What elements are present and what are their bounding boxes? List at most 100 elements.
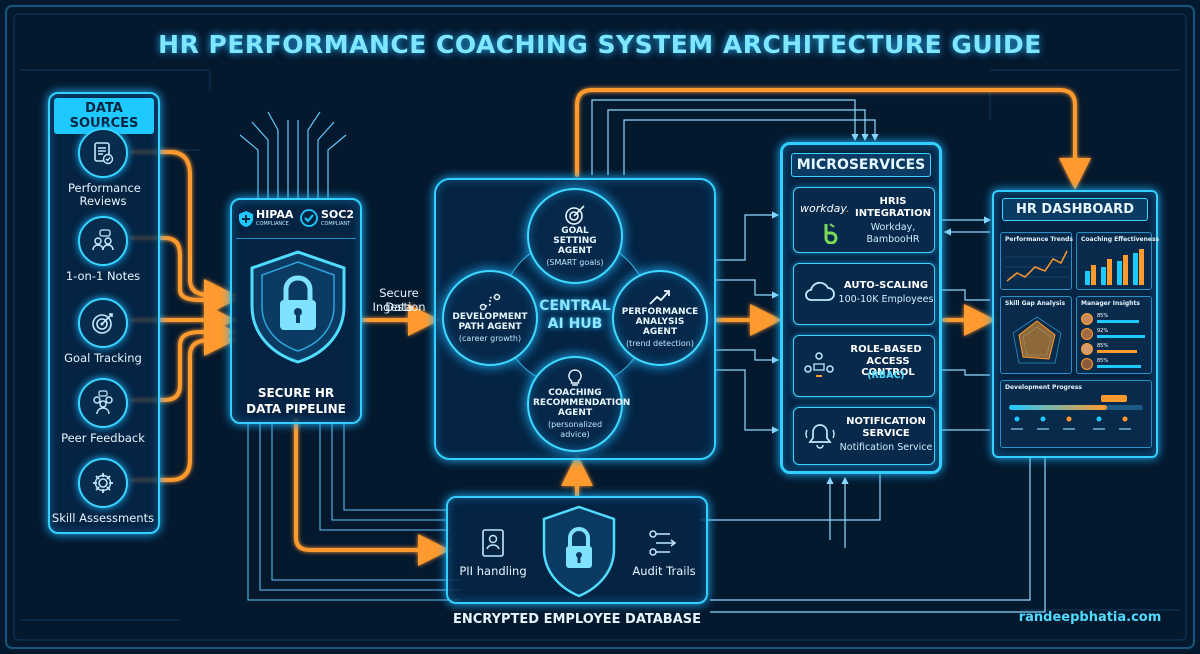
gear-icon <box>78 458 128 508</box>
source-1on1-notes[interactable]: 1-on-1 Notes <box>48 216 158 283</box>
hris-sub-2: BambooHR <box>866 234 920 245</box>
source-peer-feedback[interactable]: Peer Feedback <box>48 378 158 445</box>
access-control-icon <box>804 352 834 377</box>
bar-chart <box>1085 249 1144 285</box>
audit-trails[interactable]: Audit Trails <box>624 528 704 578</box>
source-goal-tracking[interactable]: Goal Tracking <box>48 298 158 365</box>
manager-bar <box>1097 335 1145 338</box>
audit-trail-icon <box>649 530 677 556</box>
manager-bar <box>1097 350 1137 353</box>
bell-icon <box>805 424 835 449</box>
hris-sub-1: Workday, <box>870 222 916 233</box>
avatar <box>1081 343 1093 355</box>
manager-row: 85% <box>1081 343 1149 357</box>
page-title: HR PERFORMANCE COACHING SYSTEM ARCHITECT… <box>158 30 1042 59</box>
path-icon <box>479 293 501 311</box>
source-label: 1-on-1 Notes <box>65 269 141 283</box>
coaching-recommendation-agent[interactable]: COACHING RECOMMENDATION AGENT (personali… <box>527 356 631 452</box>
target-icon <box>565 205 585 225</box>
avatar <box>1081 328 1093 340</box>
hipaa-text: HIPAA <box>256 208 294 221</box>
trend-line-chart <box>1005 250 1069 282</box>
progress-fill <box>1009 405 1107 410</box>
manager-row: 85% <box>1081 313 1149 327</box>
hris-title-1: HRIS <box>879 196 907 207</box>
skill-gap-widget: Skill Gap Analysis <box>1000 296 1072 374</box>
notification-title-1: NOTIFICATION <box>846 416 926 427</box>
divider <box>236 238 356 239</box>
development-progress-widget: Development Progress <box>1000 380 1152 448</box>
agent-name: DEVELOPMENT PATH AGENT <box>452 312 528 332</box>
ingestion-label-2: Ingestion <box>372 300 426 314</box>
pipeline-label-2: DATA PIPELINE <box>246 402 346 416</box>
hipaa-badge: HIPAA COMPLIANCE <box>238 208 294 234</box>
workday-logo: workday. <box>800 202 850 215</box>
pii-handling[interactable]: PII handling <box>458 528 528 578</box>
agent-name: COACHING RECOMMENDATION AGENT <box>533 388 631 418</box>
manager-value: 85% <box>1097 313 1109 319</box>
manager-row: 85% <box>1081 358 1149 372</box>
lightbulb-icon <box>568 369 582 386</box>
source-skill-assessments[interactable]: Skill Assessments <box>48 458 158 525</box>
footer-url[interactable]: randeepbhatia.com <box>1018 610 1162 625</box>
source-label: Skill Assessments <box>51 511 155 525</box>
notification-service[interactable]: NOTIFICATION SERVICE Notification Servic… <box>793 407 935 465</box>
hipaa-sub: COMPLIANCE <box>256 221 289 227</box>
dashboard-header: HR DASHBOARD <box>1002 198 1148 221</box>
notification-title-2: SERVICE <box>862 428 910 439</box>
progress-tooltip <box>1101 395 1127 402</box>
rbac-sub: (RBAC) <box>867 370 905 381</box>
hris-integration-service[interactable]: workday. HRIS INTEGRATION Workday, Bambo… <box>793 187 935 253</box>
people-icon <box>78 378 128 428</box>
goal-setting-agent[interactable]: GOAL SETTING AGENT (SMART goals) <box>527 188 623 284</box>
hr-dashboard-panel[interactable]: HR DASHBOARD Performance Trends Coaching… <box>992 190 1159 458</box>
milestone-markers <box>1011 416 1131 430</box>
database-label: ENCRYPTED EMPLOYEE DATABASE <box>452 612 702 627</box>
encrypted-database-panel[interactable]: PII handling Audit Trails <box>446 496 708 604</box>
bamboohr-logo-icon <box>824 223 838 244</box>
rbac-title-2: ACCESS CONTROL <box>861 356 915 378</box>
audit-label: Audit Trails <box>632 564 696 578</box>
shield-lock-icon <box>542 505 616 598</box>
coaching-effectiveness-widget: Coaching Effectiveness <box>1076 232 1159 290</box>
radar-chart <box>1012 316 1062 364</box>
agent-sub: (trend detection) <box>626 339 694 348</box>
id-document-icon <box>482 529 504 557</box>
shield-lock-icon <box>250 250 346 364</box>
agent-sub: (career growth) <box>458 334 522 343</box>
agent-name: GOAL SETTING AGENT <box>553 226 597 256</box>
target-icon <box>78 298 128 348</box>
agent-sub: (SMART goals) <box>546 258 604 267</box>
hris-title-2: INTEGRATION <box>854 208 932 219</box>
manager-insights-widget: Manager Insights 85% 92% 85% 85% <box>1076 296 1152 374</box>
pipeline-label-1: SECURE HR <box>257 386 335 400</box>
autoscaling-sub: 100-10K Employees <box>838 294 934 305</box>
source-label: Peer Feedback <box>61 431 145 445</box>
microservices-header: MICROSERVICES <box>791 153 931 177</box>
auto-scaling-service[interactable]: AUTO-SCALING 100-10K Employees <box>793 263 935 325</box>
manager-bar <box>1097 320 1139 323</box>
notification-sub: Notification Service <box>839 442 933 453</box>
cloud-icon <box>805 281 835 301</box>
microservices-panel: MICROSERVICES workday. HRIS INTEGRATION … <box>780 142 942 474</box>
avatar <box>1081 358 1093 370</box>
rbac-title-1: ROLE-BASED <box>850 344 922 355</box>
development-path-agent[interactable]: DEVELOPMENT PATH AGENT (career growth) <box>442 270 538 366</box>
secure-data-pipeline[interactable]: HIPAA COMPLIANCE SOC2 COMPLIANT SECURE H… <box>230 198 362 424</box>
document-check-icon <box>78 128 128 178</box>
performance-trends-label: Performance Trends <box>1005 236 1074 243</box>
source-label: Performance Reviews <box>68 181 141 208</box>
conversation-icon <box>78 216 128 266</box>
hub-label-2: AI HUB <box>547 316 603 332</box>
manager-value: 92% <box>1097 328 1109 334</box>
performance-trends-widget: Performance Trends <box>1000 232 1074 290</box>
performance-analysis-agent[interactable]: PERFORMANCE ANALYSIS AGENT (trend detect… <box>612 270 708 366</box>
source-performance-reviews[interactable]: Performance Reviews <box>48 128 158 208</box>
rbac-service[interactable]: ROLE-BASED ACCESS CONTROL (RBAC) <box>793 335 935 397</box>
agent-name: PERFORMANCE ANALYSIS AGENT <box>621 307 699 337</box>
source-label: Goal Tracking <box>64 351 142 365</box>
trend-chart-icon <box>649 290 670 305</box>
autoscaling-title: AUTO-SCALING <box>843 280 929 291</box>
skill-gap-label: Skill Gap Analysis <box>1005 300 1066 307</box>
